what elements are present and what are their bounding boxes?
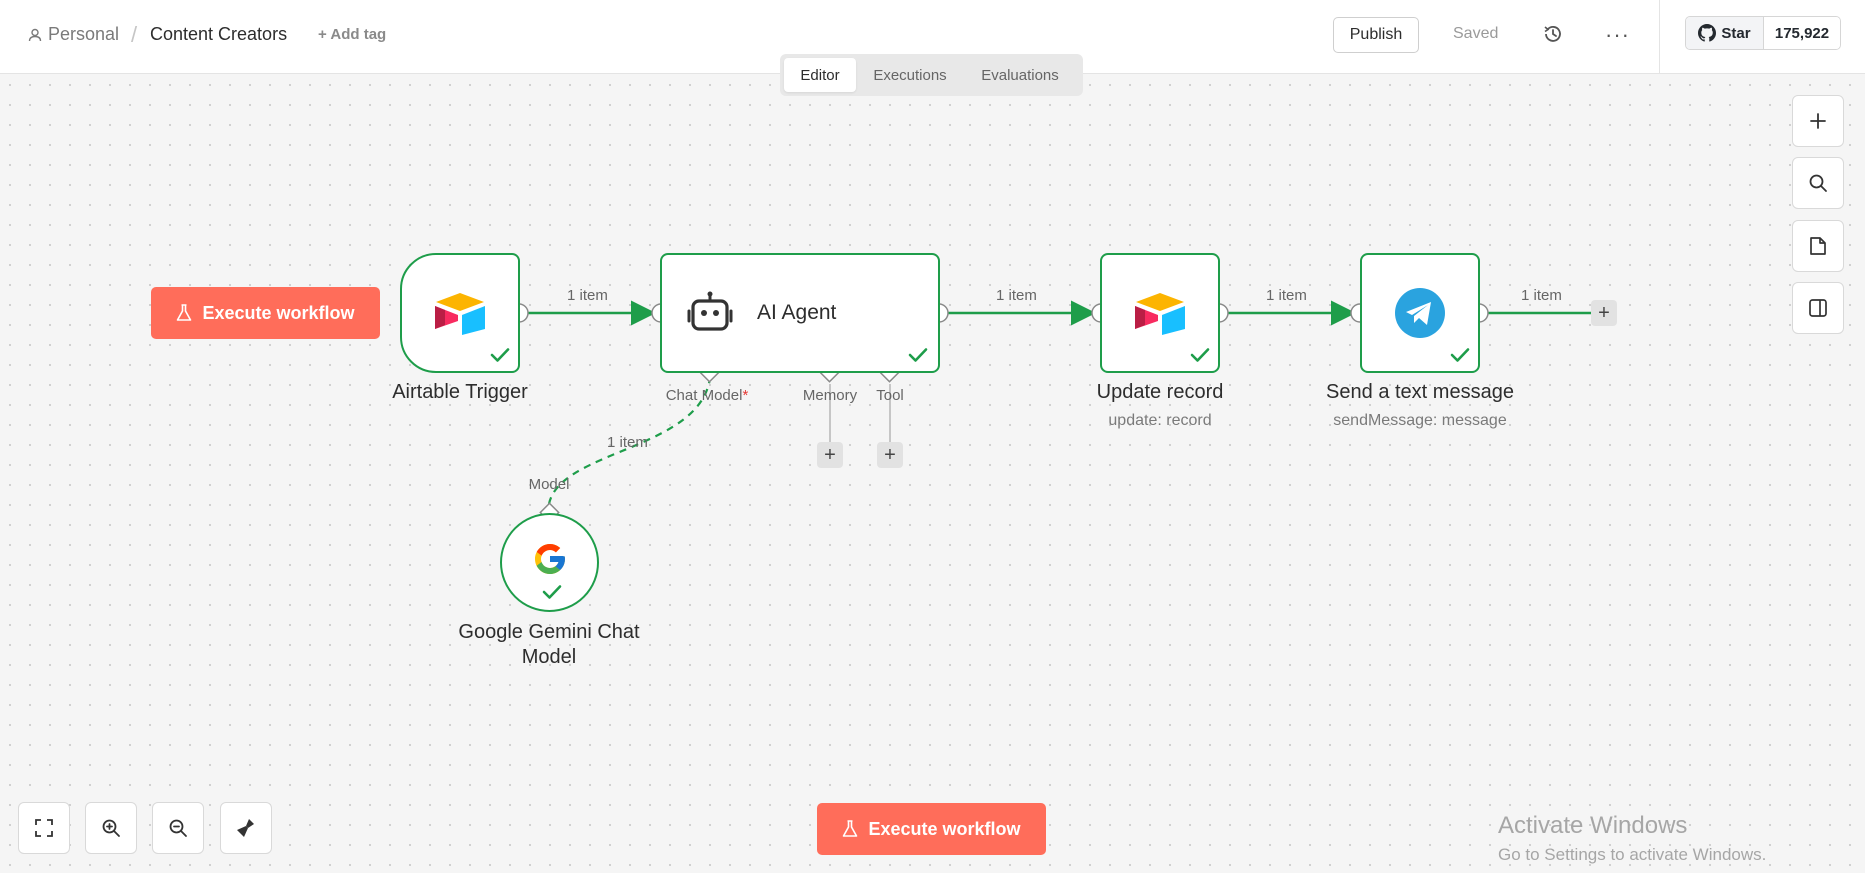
zoom-in-icon bbox=[102, 819, 120, 837]
breadcrumb-personal-label: Personal bbox=[48, 24, 120, 44]
fit-view-button[interactable] bbox=[18, 802, 70, 854]
airtable-icon bbox=[435, 293, 485, 335]
memory-connector-label: Memory bbox=[802, 387, 858, 404]
header-divider bbox=[1659, 0, 1660, 74]
toggle-panel-button[interactable] bbox=[1792, 282, 1844, 334]
github-star-label: Star bbox=[1721, 24, 1751, 42]
add-node-button[interactable] bbox=[1792, 95, 1844, 147]
more-options-icon[interactable]: ··· bbox=[1605, 22, 1630, 47]
panel-icon bbox=[1809, 299, 1827, 317]
broom-icon bbox=[237, 819, 254, 837]
node-send-text-message[interactable] bbox=[1360, 253, 1480, 373]
history-icon[interactable] bbox=[1542, 23, 1564, 45]
sticky-note-icon bbox=[1810, 237, 1826, 255]
flask-icon bbox=[843, 820, 858, 837]
breadcrumb-personal[interactable]: Personal bbox=[28, 24, 119, 45]
saved-status: Saved bbox=[1453, 25, 1499, 42]
edge-label-send-output: 1 item bbox=[1521, 287, 1562, 304]
add-memory-button[interactable]: + bbox=[817, 442, 843, 468]
node-update-record[interactable] bbox=[1100, 253, 1220, 373]
telegram-icon bbox=[1395, 288, 1445, 338]
send-text-message-subtitle: sendMessage: message bbox=[1333, 412, 1507, 429]
publish-button[interactable]: Publish bbox=[1333, 17, 1419, 53]
tab-evaluations[interactable]: Evaluations bbox=[981, 66, 1059, 84]
tidy-up-button[interactable] bbox=[220, 802, 272, 854]
workflow-canvas[interactable] bbox=[0, 75, 1865, 873]
execute-workflow-bottom-button[interactable]: Execute workflow bbox=[817, 803, 1046, 855]
node-google-gemini-chat-model[interactable] bbox=[500, 513, 599, 612]
search-nodes-button[interactable] bbox=[1792, 157, 1844, 209]
execute-workflow-label: Execute workflow bbox=[202, 302, 355, 323]
workflow-title[interactable]: Content Creators bbox=[150, 24, 287, 45]
gemini-label-line2: Model bbox=[521, 646, 577, 668]
edge-gemini-agent[interactable] bbox=[547, 377, 712, 505]
activate-windows-title: Activate Windows bbox=[1498, 812, 1688, 839]
plus-icon bbox=[1810, 113, 1826, 129]
chat-model-connector-label: Chat Model* bbox=[665, 387, 749, 404]
update-record-label: Update record bbox=[1096, 381, 1224, 403]
breadcrumb-separator: / bbox=[131, 22, 138, 47]
ai-agent-label: AI Agent bbox=[757, 301, 837, 324]
execute-workflow-bottom-label: Execute workflow bbox=[868, 818, 1021, 839]
google-icon bbox=[534, 543, 565, 574]
github-star-widget[interactable]: Star 175,922 bbox=[1685, 16, 1841, 50]
fit-view-icon bbox=[35, 819, 53, 837]
add-tag-button[interactable]: + Add tag bbox=[318, 26, 387, 43]
robot-icon bbox=[687, 291, 733, 331]
zoom-out-icon bbox=[169, 819, 187, 837]
tool-connector-label: Tool bbox=[876, 387, 904, 404]
model-connector-label: Model bbox=[528, 476, 570, 493]
workflow-title-label: Content Creators bbox=[150, 24, 288, 44]
user-icon bbox=[28, 28, 42, 41]
tab-editor[interactable]: Editor bbox=[784, 58, 856, 92]
airtable-trigger-label: Airtable Trigger bbox=[392, 381, 528, 403]
zoom-in-button[interactable] bbox=[85, 802, 137, 854]
activate-windows-subtitle: Go to Settings to activate Windows. bbox=[1498, 845, 1767, 864]
tab-executions[interactable]: Executions bbox=[873, 66, 947, 84]
success-check-icon bbox=[542, 585, 562, 599]
edge-label-trigger-agent: 1 item bbox=[567, 287, 608, 304]
airtable-icon bbox=[1135, 293, 1185, 335]
node-ai-agent[interactable]: AI Agent bbox=[660, 253, 940, 373]
send-text-message-label: Send a text message bbox=[1326, 381, 1514, 403]
github-icon bbox=[1698, 24, 1717, 42]
github-star-button[interactable]: Star bbox=[1686, 17, 1764, 49]
update-record-subtitle: update: record bbox=[1108, 412, 1212, 429]
edge-label-update-send: 1 item bbox=[1266, 287, 1307, 304]
edge-label-gemini-agent: 1 item bbox=[607, 434, 648, 451]
edge-label-agent-update: 1 item bbox=[996, 287, 1037, 304]
success-check-icon bbox=[908, 348, 928, 362]
success-check-icon bbox=[1190, 348, 1210, 362]
github-star-count: 175,922 bbox=[1764, 17, 1840, 49]
zoom-out-button[interactable] bbox=[152, 802, 204, 854]
required-marker: * bbox=[742, 387, 749, 404]
execute-workflow-button[interactable]: Execute workflow bbox=[151, 287, 380, 339]
view-tabs: Editor Executions Evaluations bbox=[780, 54, 1083, 96]
add-tool-button[interactable]: + bbox=[877, 442, 903, 468]
node-airtable-trigger[interactable] bbox=[400, 253, 520, 373]
success-check-icon bbox=[1450, 348, 1470, 362]
gemini-label-line1: Google Gemini Chat bbox=[458, 621, 640, 643]
search-icon bbox=[1809, 174, 1827, 192]
add-next-node-button[interactable]: + bbox=[1591, 300, 1617, 326]
add-sticky-note-button[interactable] bbox=[1792, 220, 1844, 272]
success-check-icon bbox=[490, 348, 510, 362]
flask-icon bbox=[177, 304, 192, 321]
